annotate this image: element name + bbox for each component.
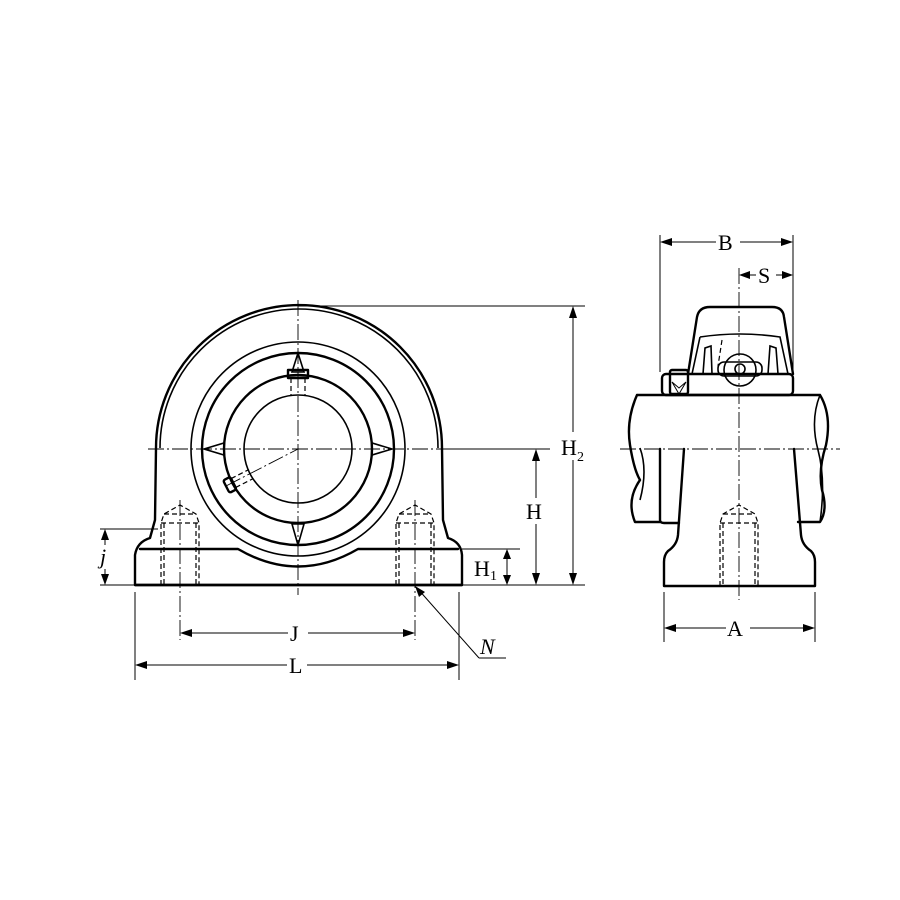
label-N: N (479, 634, 496, 659)
base-top-line (138, 547, 460, 568)
seal-left (702, 344, 713, 375)
bolt-hole-left (160, 500, 200, 640)
housing-arch-inner (159, 308, 439, 449)
label-H1-sub: 1 (490, 569, 497, 584)
label-H: H (526, 499, 542, 524)
label-H2-sub: 2 (577, 450, 584, 465)
label-B: B (718, 230, 733, 255)
dimension-N: N (415, 586, 506, 659)
label-J: J (290, 621, 299, 646)
side-view (620, 268, 840, 600)
bolt-hole-right (395, 500, 435, 640)
dimension-H: H (524, 449, 550, 585)
front-dimensions: H 2 H H 1 j (97, 305, 596, 680)
dimension-H1: H 1 (474, 549, 511, 585)
label-H1: H (474, 556, 490, 581)
bearing-cap (686, 305, 795, 376)
bearing-ball (723, 353, 757, 387)
set-screw-angled (222, 468, 254, 494)
bearing-center-slot (717, 361, 763, 377)
shaft-break-right (813, 394, 824, 523)
dimension-A: A (664, 615, 815, 641)
label-H2: H (561, 435, 577, 460)
bearing-cap-inner (691, 333, 789, 375)
label-S: S (758, 263, 770, 288)
housing-outline (133, 303, 464, 587)
side-housing (662, 447, 817, 588)
front-view (133, 300, 500, 640)
seal-right (767, 344, 779, 375)
dimension-H2: H 2 (560, 306, 596, 585)
side-housing-step (658, 447, 681, 525)
bearing-ball-inner (734, 363, 746, 375)
label-A: A (727, 616, 743, 641)
dimension-j: j (97, 529, 112, 585)
label-j: j (97, 544, 106, 569)
shaft-break-left (639, 447, 645, 501)
set-screw-angle-centerline (225, 448, 299, 487)
grease-hole (717, 339, 723, 367)
side-dimensions: B S A (659, 229, 816, 642)
dimension-B: B (660, 229, 793, 255)
label-L: L (289, 653, 302, 678)
dimension-J: J (180, 620, 415, 646)
dimension-S: S (739, 262, 793, 288)
dimension-L: L (135, 652, 459, 678)
locking-collar (660, 372, 795, 397)
